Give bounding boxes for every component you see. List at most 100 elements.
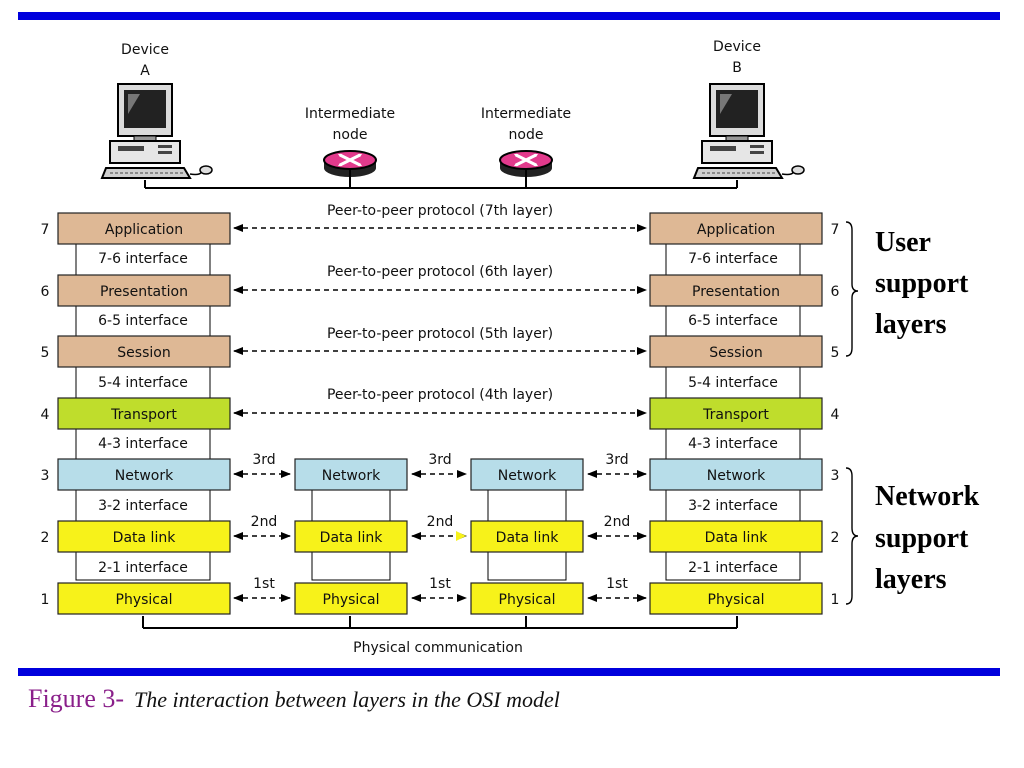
figure-title: The interaction between layers in the OS… bbox=[134, 687, 560, 712]
group-label-line: Network bbox=[875, 481, 980, 512]
layer-number: 5 bbox=[41, 345, 50, 361]
interface-label: 4-3 interface bbox=[98, 436, 188, 452]
network-link-line bbox=[144, 170, 738, 189]
layer-name: Physical bbox=[499, 592, 556, 608]
group-label-line: layers bbox=[875, 309, 947, 340]
interface-label: 6-5 interface bbox=[688, 313, 778, 329]
hop-label-network: 3rd bbox=[252, 452, 275, 468]
interface-label: 2-1 interface bbox=[688, 560, 778, 576]
layer-box-physical bbox=[470, 582, 584, 615]
device-b: Device B bbox=[693, 39, 805, 179]
physical-communication-label: Physical communication bbox=[353, 640, 523, 656]
layer-name: Physical bbox=[116, 592, 173, 608]
interface-label: 5-4 interface bbox=[98, 375, 188, 391]
layer-box-network bbox=[470, 458, 584, 491]
hop-label-network: 3rd bbox=[428, 452, 451, 468]
intermediate-node-label-1: Intermediate bbox=[481, 106, 571, 122]
layer-number: 7 bbox=[831, 222, 840, 238]
layer-name: Network bbox=[115, 468, 174, 484]
interface-label: 3-2 interface bbox=[98, 498, 188, 514]
peer-protocol-arrows bbox=[233, 224, 647, 417]
hop-label-network: 3rd bbox=[605, 452, 628, 468]
physical-communication-line bbox=[142, 616, 738, 629]
interface-label: 2-1 interface bbox=[98, 560, 188, 576]
layer-box-application bbox=[57, 212, 231, 245]
layer-number: 7 bbox=[41, 222, 50, 238]
layer-box-physical bbox=[649, 582, 823, 615]
layer-number: 2 bbox=[831, 530, 840, 546]
device-b-label-2: B bbox=[732, 60, 742, 76]
yellow-arrow-icon bbox=[456, 531, 466, 541]
hop-label-physical: 1st bbox=[429, 576, 451, 592]
device-a-label-1: Device bbox=[121, 42, 169, 58]
interface-label: 3-2 interface bbox=[688, 498, 778, 514]
user-support-brace bbox=[845, 221, 859, 357]
computer-icon bbox=[101, 83, 213, 179]
layer-box-data-link bbox=[649, 520, 823, 553]
group-label-line: support bbox=[875, 523, 969, 554]
network-support-layers-label: Network support layers bbox=[875, 481, 980, 595]
figure-caption: Figure 3-The interaction between layers … bbox=[28, 684, 560, 714]
layer-name: Application bbox=[105, 222, 183, 238]
peer-protocol-label: Peer-to-peer protocol (7th layer) bbox=[327, 203, 553, 219]
intermediate-node-1: Intermediate node bbox=[305, 106, 395, 179]
layer-number: 6 bbox=[41, 284, 50, 300]
layer-name: Presentation bbox=[692, 284, 780, 300]
layer-box-network bbox=[649, 458, 823, 491]
layer-name: Session bbox=[709, 345, 762, 361]
layer-name: Transport bbox=[110, 407, 177, 423]
layer-box-session bbox=[649, 335, 823, 368]
hop-labels: 3rd 3rd 3rd 2nd 2nd 2nd 1st 1st 1st bbox=[251, 452, 631, 592]
interface-label: 4-3 interface bbox=[688, 436, 778, 452]
peer-protocol-label: Peer-to-peer protocol (4th layer) bbox=[327, 387, 553, 403]
layer-name: Session bbox=[117, 345, 170, 361]
layer-name: Data link bbox=[705, 530, 769, 546]
layer-name: Physical bbox=[708, 592, 765, 608]
interface-labels-a: 7-6 interface 6-5 interface 5-4 interfac… bbox=[98, 251, 188, 576]
network-support-brace bbox=[845, 467, 859, 605]
layer-box-network bbox=[294, 458, 408, 491]
layer-number: 1 bbox=[41, 592, 50, 608]
group-label-line: support bbox=[875, 268, 969, 299]
layer-box-session bbox=[57, 335, 231, 368]
layer-box-transport bbox=[57, 397, 231, 430]
layer-box-data-link bbox=[57, 520, 231, 553]
layer-name: Application bbox=[697, 222, 775, 238]
intermediate-node-label-1: Intermediate bbox=[305, 106, 395, 122]
layer-box-physical bbox=[57, 582, 231, 615]
hop-label-physical: 1st bbox=[606, 576, 628, 592]
layer-box-presentation bbox=[649, 274, 823, 307]
hop-label-physical: 1st bbox=[253, 576, 275, 592]
device-a: Device A bbox=[101, 42, 213, 179]
group-label-line: User bbox=[875, 227, 931, 258]
layer-name: Data link bbox=[113, 530, 177, 546]
layer-number: 3 bbox=[41, 468, 50, 484]
group-label-line: layers bbox=[875, 564, 947, 595]
layer-box-presentation bbox=[57, 274, 231, 307]
layer-name: Presentation bbox=[100, 284, 188, 300]
layer-box-physical bbox=[294, 582, 408, 615]
device-b-label-1: Device bbox=[713, 39, 761, 55]
layer-number: 4 bbox=[41, 407, 50, 423]
layer-number: 5 bbox=[831, 345, 840, 361]
layer-number: 2 bbox=[41, 530, 50, 546]
interface-label: 6-5 interface bbox=[98, 313, 188, 329]
layer-number: 1 bbox=[831, 592, 840, 608]
layer-box-transport bbox=[649, 397, 823, 430]
user-support-layers-label: User support layers bbox=[875, 227, 969, 340]
device-a-label-2: A bbox=[140, 63, 150, 79]
bottom-rule bbox=[18, 668, 1000, 676]
layer-name: Network bbox=[707, 468, 766, 484]
layer-name: Network bbox=[322, 468, 381, 484]
layer-name: Physical bbox=[323, 592, 380, 608]
layer-box-data-link bbox=[470, 520, 584, 553]
intermediate-node-label-2: node bbox=[509, 127, 544, 143]
peer-protocol-label: Peer-to-peer protocol (5th layer) bbox=[327, 326, 553, 342]
interface-label: 7-6 interface bbox=[688, 251, 778, 267]
hop-label-datalink: 2nd bbox=[604, 514, 631, 530]
layer-number: 4 bbox=[831, 407, 840, 423]
